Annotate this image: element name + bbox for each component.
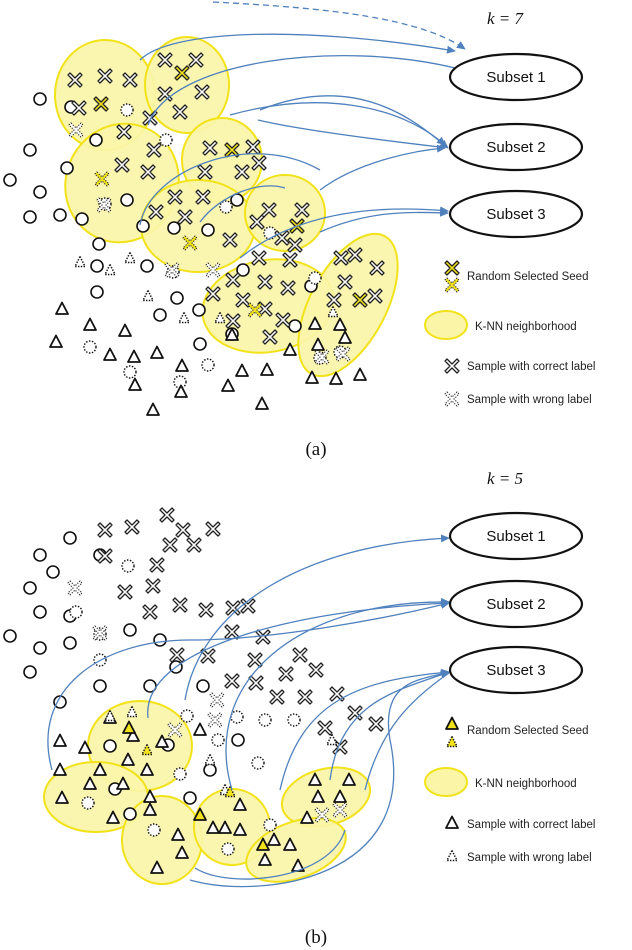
- subset-nodes-b: Subset 1 Subset 2 Subset 3: [448, 511, 584, 695]
- legend-label: Random Selected Seed: [467, 271, 588, 283]
- triangle-icon: [445, 815, 459, 829]
- yellow-ellipse-icon: [424, 310, 468, 340]
- subset-node: [448, 645, 584, 695]
- cross-icon: [444, 358, 460, 374]
- dotted-triangle-icon: [446, 849, 458, 862]
- yellow-ellipse-icon: [424, 767, 468, 797]
- subset-label: Subset 1: [486, 69, 545, 86]
- panel-a: k = 7: [3, 1, 595, 460]
- arrows-b: [47, 534, 450, 888]
- caption-a: (a): [305, 439, 326, 460]
- legend-label: Sample with wrong label: [467, 394, 592, 406]
- arrows-a: [139, 1, 466, 259]
- legend-label: K-NN neighborhood: [475, 778, 577, 790]
- subset-label: Subset 3: [486, 662, 545, 679]
- legend-label: Random Selected Seed: [467, 725, 588, 737]
- k-label-a: k = 7: [487, 9, 525, 28]
- subset-node: [448, 122, 584, 172]
- subset-node: [448, 52, 584, 102]
- subset-label: Subset 2: [486, 596, 545, 613]
- subset-node: [448, 189, 584, 239]
- seed-triangle-icon: [445, 716, 459, 730]
- legend-a: Random Selected Seed K-NN neighborhood S…: [424, 260, 595, 407]
- subset-node: [448, 579, 584, 629]
- dotted-cross-icon: [444, 391, 460, 407]
- subset-nodes-a: Subset 1 Subset 2 Subset 3: [448, 52, 584, 239]
- seed-dotted-triangle-icon: [446, 735, 458, 748]
- caption-b: (b): [305, 927, 327, 948]
- legend-b: Random Selected Seed K-NN neighborhood S…: [424, 716, 595, 864]
- subset-node: [448, 511, 584, 561]
- legend-label: Sample with wrong label: [467, 852, 592, 864]
- subset-label: Subset 2: [486, 139, 545, 156]
- legend-label: Sample with correct label: [467, 361, 595, 373]
- subset-label: Subset 1: [486, 528, 545, 545]
- seed-dotted-cross-icon: [444, 277, 460, 293]
- k-label-b: k = 5: [487, 469, 523, 488]
- legend-label: K-NN neighborhood: [475, 321, 577, 333]
- panel-b: k = 5: [3, 469, 595, 948]
- subset-label: Subset 3: [486, 206, 545, 223]
- legend-label: Sample with correct label: [467, 819, 595, 831]
- seed-cross-icon: [444, 260, 460, 276]
